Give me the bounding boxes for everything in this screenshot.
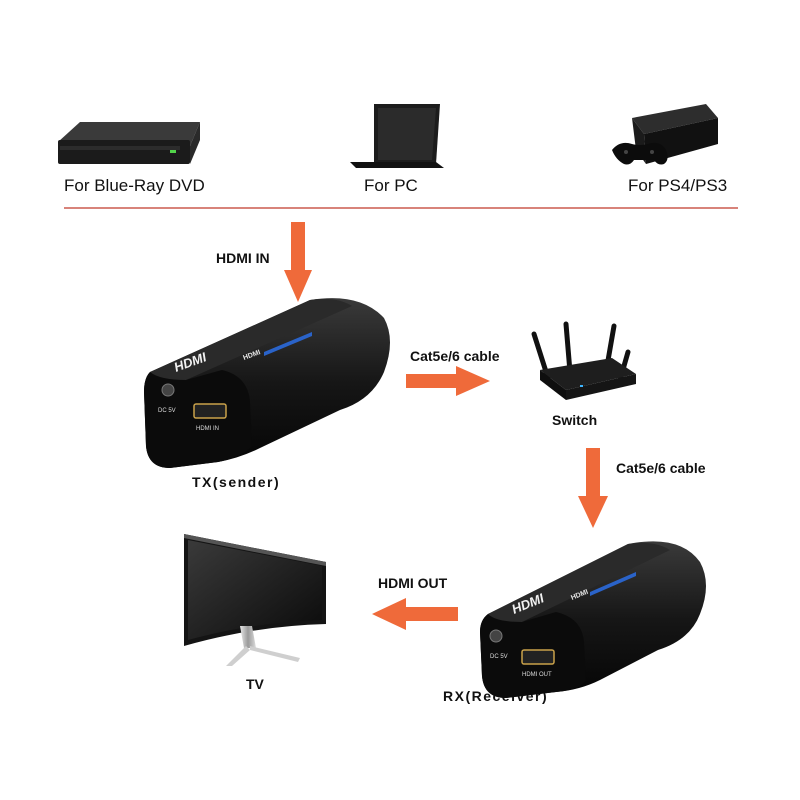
tx-caption: TX(sender) — [192, 474, 281, 490]
hdmi-in-label: HDMI IN — [216, 250, 270, 266]
hdmi-out-label: HDMI OUT — [378, 575, 448, 591]
bluray-player-icon — [58, 122, 200, 164]
source-label-pc: For PC — [364, 176, 418, 195]
router-icon — [531, 321, 636, 400]
rx-device: HDMI HDMI DC 5V HDMI OUT — [480, 541, 706, 698]
rx-port-power-label: DC 5V — [490, 654, 508, 660]
source-label-bluray: For Blue-Ray DVD — [64, 176, 205, 195]
tv-icon — [184, 534, 326, 666]
game-console-icon — [612, 104, 718, 165]
arrow-hdmi-in — [284, 222, 312, 302]
rx-port-hdmi-label: HDMI OUT — [522, 672, 552, 678]
cable-label-to-switch: Cat5e/6 cable — [410, 348, 500, 364]
arrow-to-switch — [406, 366, 490, 396]
source-label-console: For PS4/PS3 — [628, 176, 728, 195]
arrow-from-switch — [578, 448, 608, 528]
tv-label: TV — [246, 676, 264, 692]
laptop-icon — [350, 104, 444, 168]
arrow-hdmi-out — [372, 598, 458, 630]
switch-label: Switch — [552, 412, 598, 428]
tx-port-power-label: DC 5V — [158, 408, 176, 414]
tx-device: HDMI HDMI DC 5V HDMI IN — [144, 298, 390, 468]
tx-port-hdmi-label: HDMI IN — [196, 426, 219, 432]
cable-label-from-switch: Cat5e/6 cable — [616, 460, 706, 476]
